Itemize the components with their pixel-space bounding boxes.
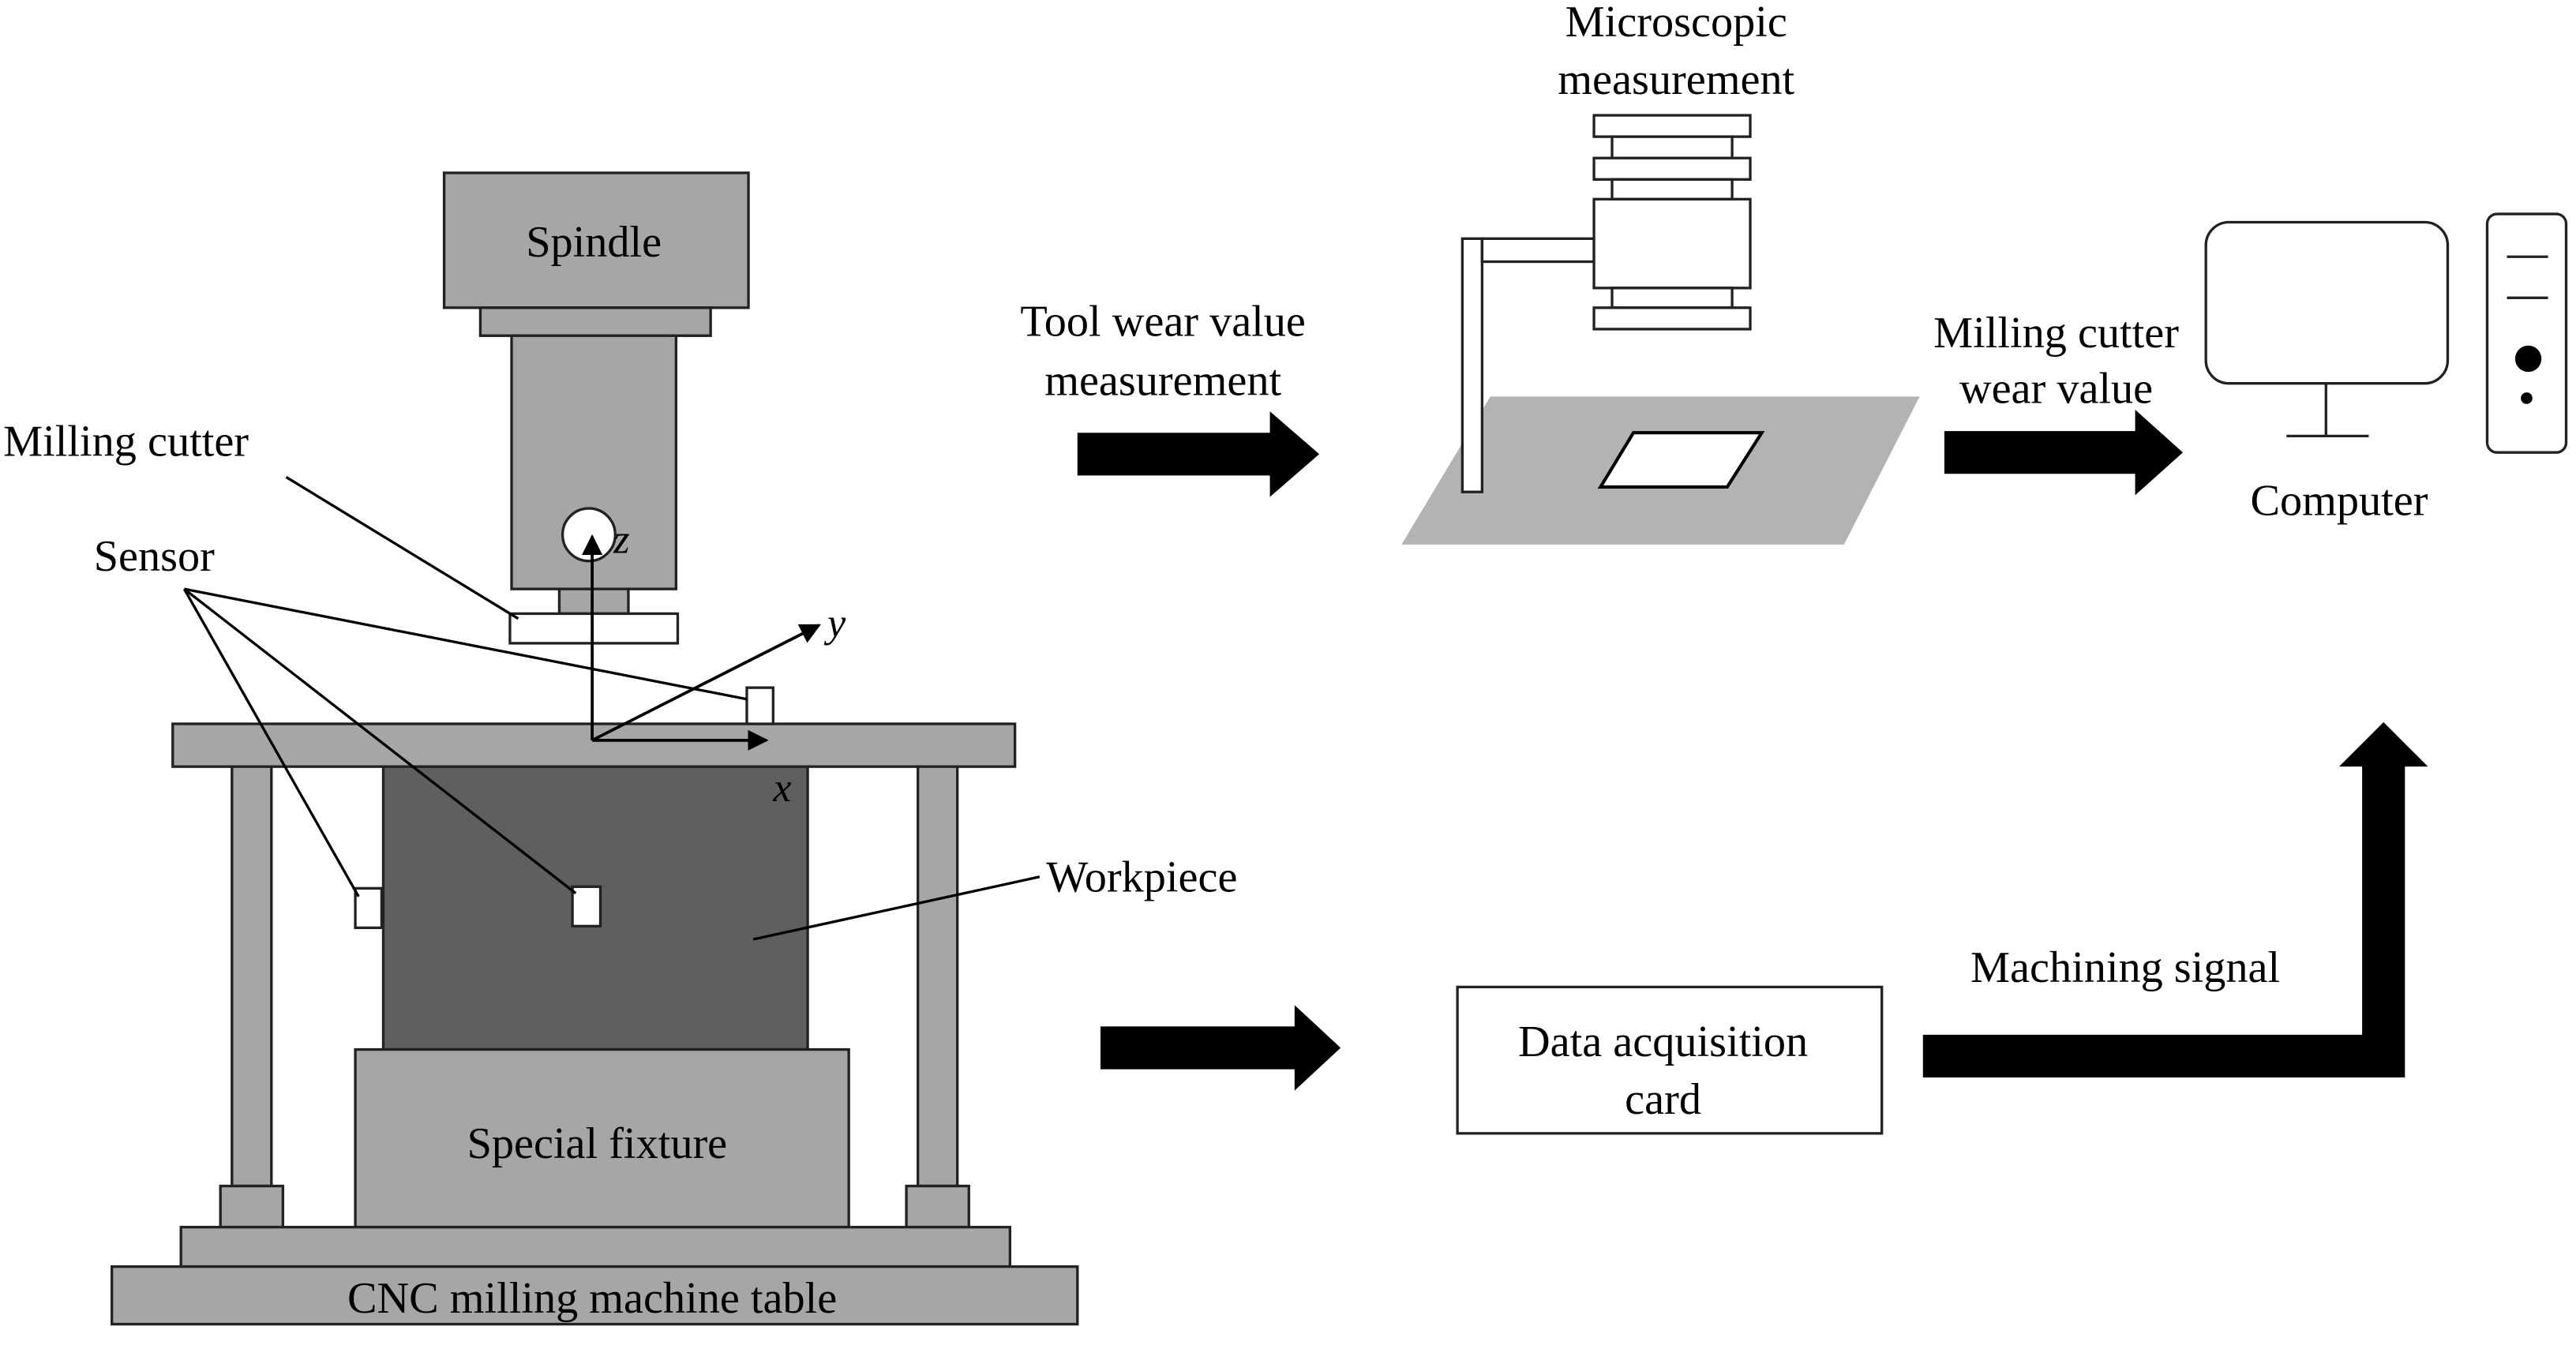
daq-label-line2: card [1625,1075,1701,1124]
computer-tower [2485,212,2568,454]
right-column-foot [905,1184,970,1229]
left-column-foot [219,1184,285,1229]
sensor-leader-left [182,588,360,897]
cnc-milling-machine-table [111,1265,1079,1326]
computer-label: Computer [2250,476,2428,525]
milling-cutter-label: Milling cutter [3,417,249,466]
microscope-eyepiece-ring2 [1592,156,1752,181]
microscopic-label-line2: measurement [1558,55,1794,104]
coordinate-axes [581,534,822,751]
daq-label-line1: Data acquisition [1518,1017,1808,1066]
microscope-pole [1460,237,1484,493]
spindle-neck [478,306,712,337]
wear-value-arrow [1944,410,2184,496]
microscope-eyepiece-ring3 [1610,178,1734,200]
spindle-axis-marker [561,507,617,563]
machine-base [179,1225,1012,1268]
y-axis-label: y [823,601,846,646]
microscope-objective [1592,306,1752,331]
cutter-wear-label-line2: wear value [1959,365,2153,414]
specimen-outline [1597,431,1765,489]
y-axis-arrow [591,624,822,742]
machining-signal-label: Machining signal [1970,943,2280,992]
leader-lines [182,476,1041,941]
sensor-top [745,686,774,725]
cnc-machine [111,171,1079,1326]
spindle-head [442,171,750,309]
left-column [231,765,273,1188]
cnc-table-label: CNC milling machine table [347,1274,837,1323]
microscope-eyepiece-top [1592,114,1752,138]
microscope [1401,114,1920,545]
data-acquisition-card-box [1456,985,1884,1135]
tool-wear-arrow [1077,411,1320,497]
x-axis-label: x [772,766,791,811]
spindle-column [510,334,678,590]
workpiece-label: Workpiece [1046,853,1237,902]
special-fixture-label: Special fixture [467,1119,728,1168]
sensor-label: Sensor [94,532,215,581]
workpiece-leader [752,875,1041,941]
tool-wear-label-line1: Tool wear value [1020,297,1306,346]
microscopic-label-line1: Microscopic [1565,0,1787,47]
sensor-left [354,886,384,930]
machining-signal-arrow [1922,721,2428,1077]
computer [2204,212,2568,454]
right-column [917,765,959,1188]
milling-cutter-leader [285,476,519,620]
z-axis-label: z [613,517,629,562]
computer-monitor [2204,220,2450,385]
sensor-leader-workpiece [183,587,577,894]
special-fixture [354,1047,850,1229]
microscope-objective-ring [1610,287,1734,309]
microscope-body [1592,197,1752,290]
machine-top-plate [171,722,1017,768]
milling-cutter [508,612,680,645]
microscope-arm [1480,237,1595,264]
sensor-leader-top [184,587,748,701]
tool-holder [557,587,630,616]
tower-led [2521,392,2533,404]
tool-wear-label-line2: measurement [1044,356,1281,405]
spindle-label: Spindle [526,218,662,267]
cutter-wear-label-line1: Milling cutter [1933,309,2179,358]
microscope-eyepiece-ring1 [1610,135,1734,159]
signal-arrow [1100,1005,1341,1091]
sensor-workpiece [571,885,602,927]
tower-power-button [2514,345,2542,373]
